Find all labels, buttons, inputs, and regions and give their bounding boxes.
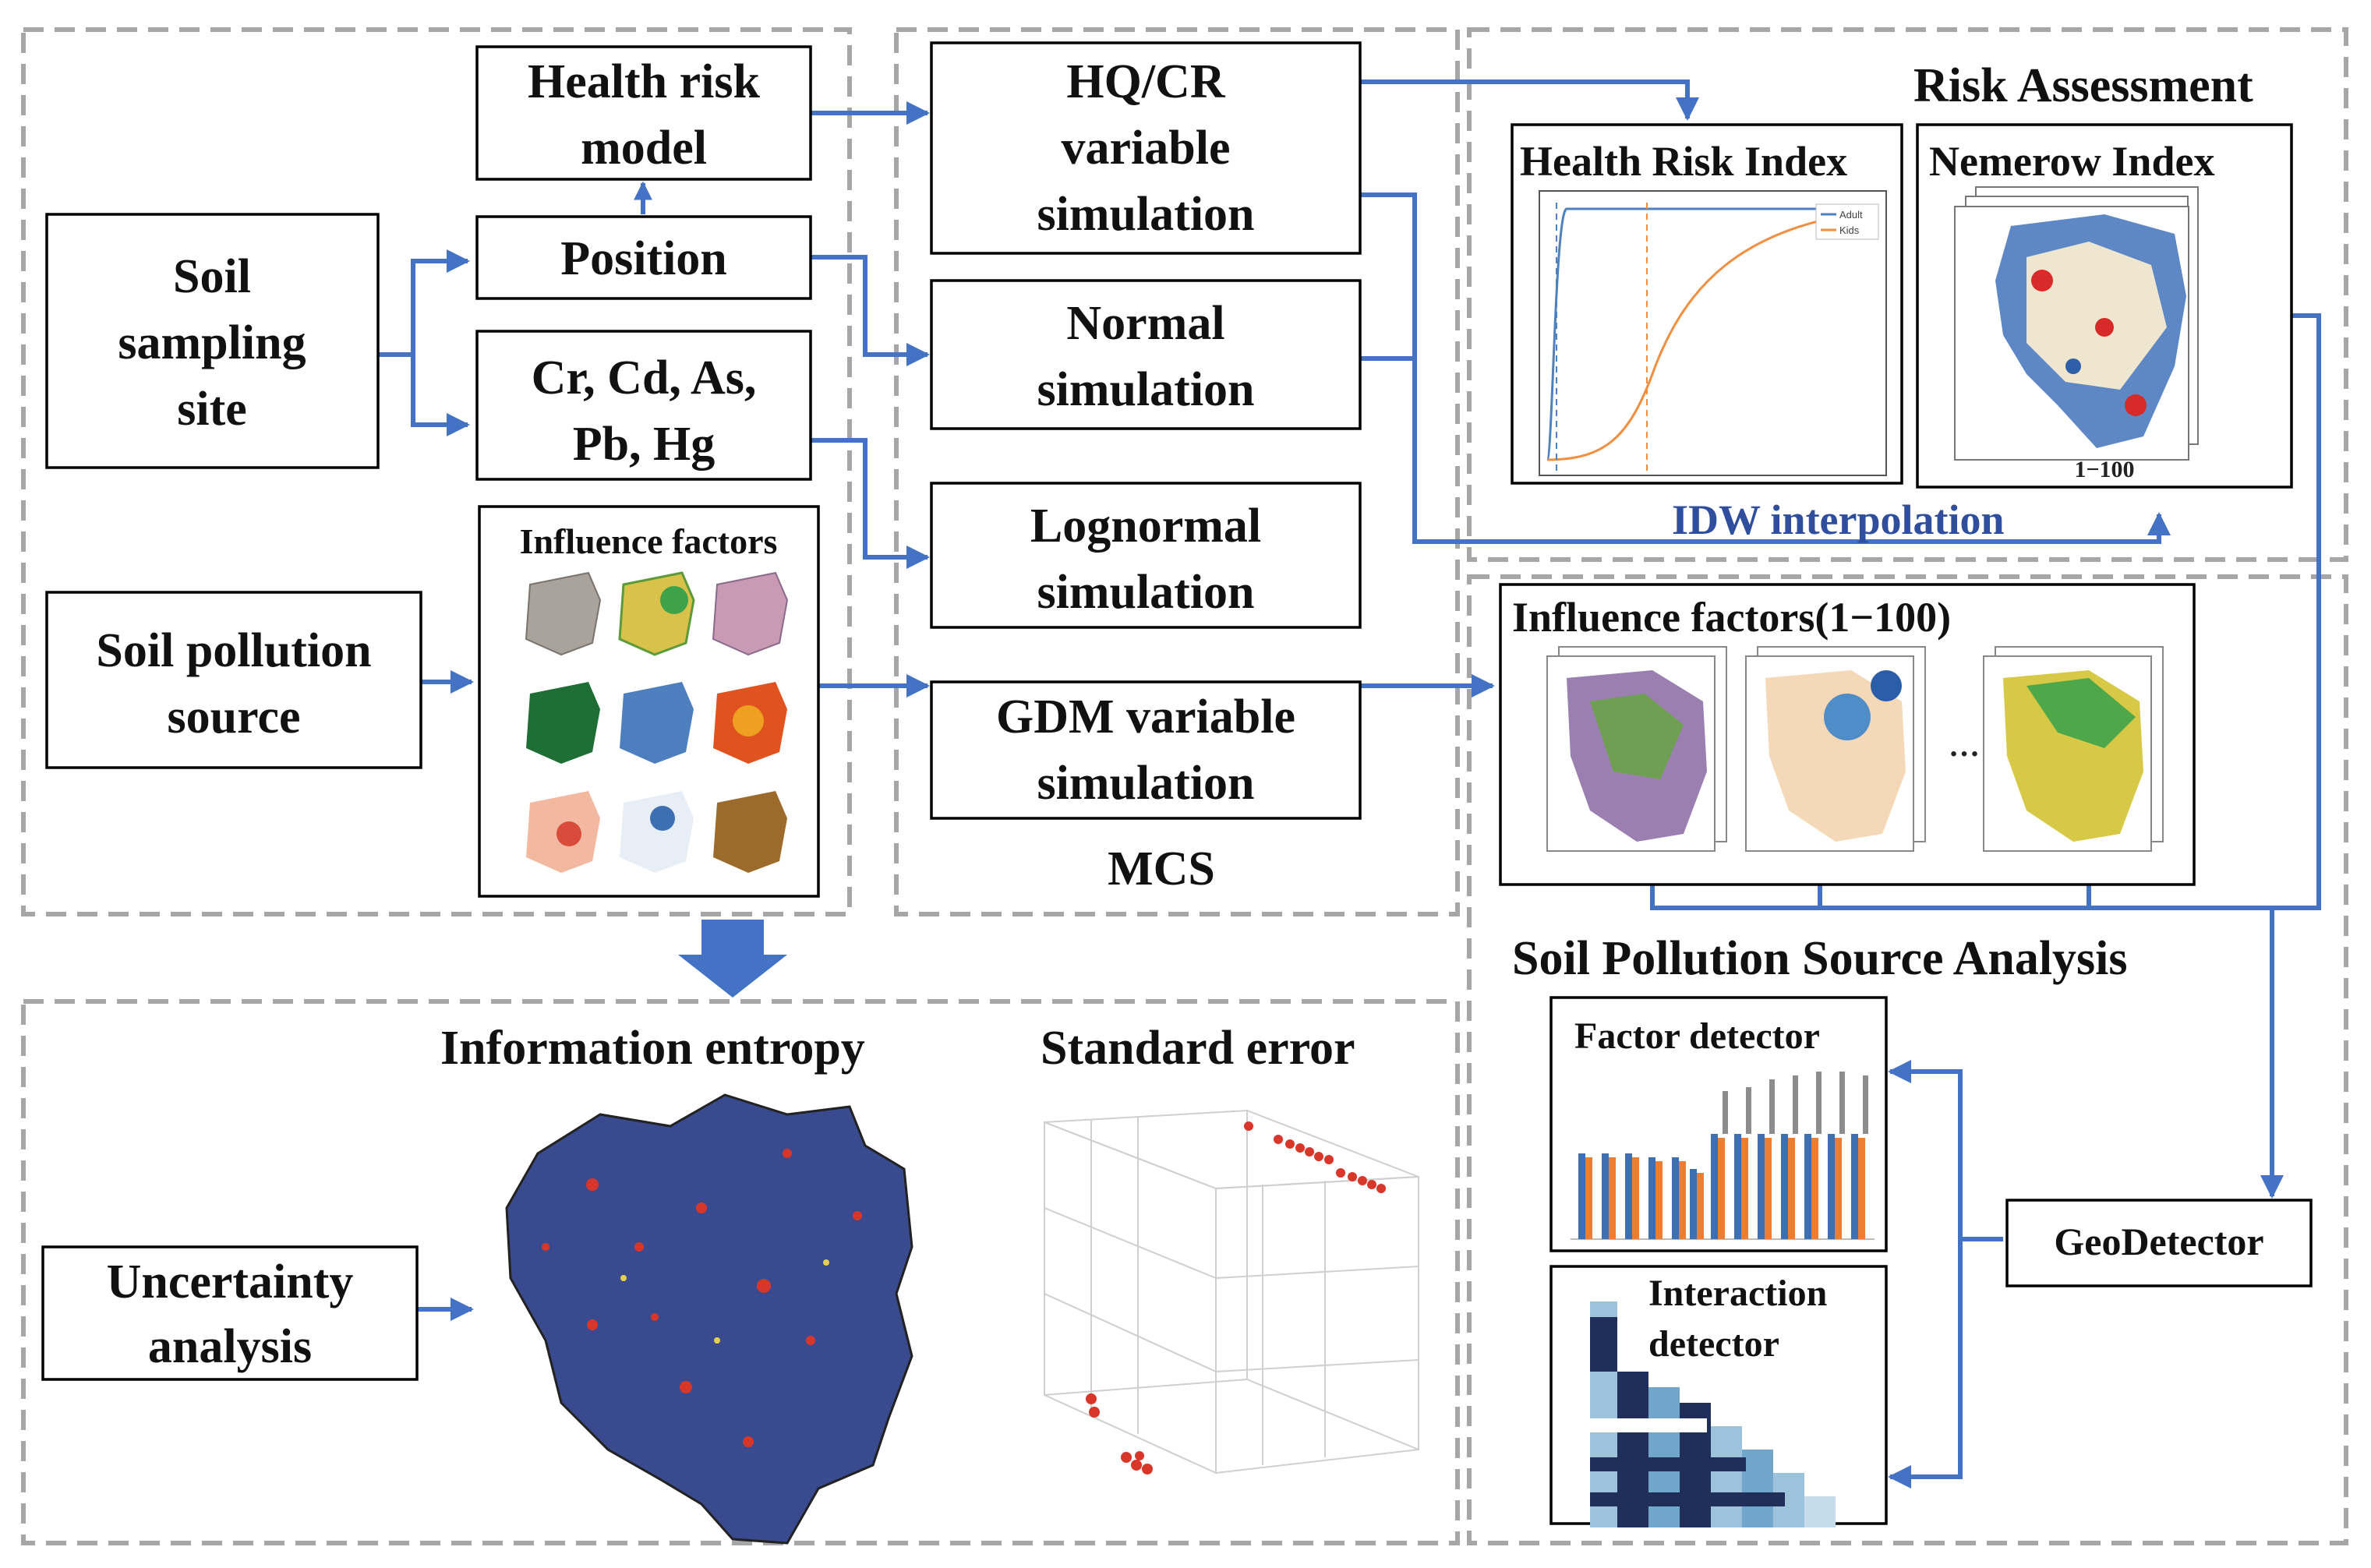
frame-uncertainty bbox=[21, 999, 1460, 1545]
map-thumbnail-icon bbox=[525, 571, 602, 656]
map-thumbnail-icon bbox=[620, 791, 694, 873]
influence-factor-thumbnails bbox=[525, 571, 789, 873]
influence-factors-left-label: Influence factors bbox=[520, 521, 778, 561]
frame-input bbox=[21, 27, 852, 916]
group-frames bbox=[21, 27, 2348, 1545]
gdm-line-1: GDM variable bbox=[996, 690, 1295, 743]
hq-cr-line-1: HQ/CR bbox=[1066, 55, 1225, 108]
soil-pollution-line-2: source bbox=[167, 690, 300, 743]
factor-detector-label: Factor detector bbox=[1574, 1015, 1820, 1057]
uncertainty-line-2: analysis bbox=[148, 1320, 312, 1373]
map-thumbnail-icon bbox=[712, 571, 789, 656]
hq-cr-line-2: variable bbox=[1062, 122, 1231, 175]
box-geodetector bbox=[2005, 1199, 2313, 1287]
down-arrow-icon bbox=[678, 920, 787, 998]
box-uncertainty bbox=[41, 1245, 419, 1381]
frame-risk-assessment bbox=[1467, 27, 2348, 562]
mcs-label: MCS bbox=[1108, 842, 1215, 895]
scatter-3d-icon bbox=[1044, 1109, 1419, 1474]
entropy-map-icon bbox=[505, 1093, 913, 1545]
frame-source-analysis bbox=[1467, 574, 2348, 1545]
geodetector-label: GeoDetector bbox=[2054, 1220, 2263, 1263]
box-normal bbox=[930, 279, 1362, 430]
gdm-line-2: simulation bbox=[1037, 757, 1254, 810]
normal-line-2: simulation bbox=[1037, 363, 1254, 416]
map-thumbnail-icon bbox=[713, 682, 787, 764]
map-thumbnail-icon bbox=[618, 571, 695, 656]
map-thumbnail-icon bbox=[620, 682, 694, 764]
nemerow-index-label: Nemerow Index bbox=[1929, 138, 2214, 185]
risk-assessment-title: Risk Assessment bbox=[1913, 59, 2253, 112]
map-thumbnail-icon bbox=[1765, 670, 1906, 842]
map-thumbnail-icon bbox=[526, 682, 600, 764]
soil-sampling-line-3: site bbox=[177, 383, 247, 436]
cdf-chart-icon: Adult Kids bbox=[1539, 190, 1887, 476]
standard-error-title: Standard error bbox=[1041, 1022, 1355, 1075]
interaction-line-1: Interaction bbox=[1648, 1273, 1827, 1314]
information-entropy-title: Information entropy bbox=[440, 1022, 865, 1075]
lognormal-line-1: Lognormal bbox=[1030, 500, 1261, 553]
frame-mcs bbox=[894, 27, 1460, 916]
metals-line-2: Pb, Hg bbox=[573, 418, 716, 471]
box-soil-pollution-source bbox=[45, 591, 422, 769]
information-entropy-map bbox=[505, 1093, 913, 1545]
ellipsis-label: … bbox=[1949, 728, 1980, 763]
box-hq-cr bbox=[930, 41, 1362, 255]
heatmap-triangle-icon bbox=[1590, 1301, 1836, 1527]
metals-line-1: Cr, Cd, As, bbox=[532, 351, 757, 404]
interaction-line-2: detector bbox=[1648, 1323, 1779, 1365]
health-risk-model-line-2: model bbox=[581, 122, 707, 175]
nemerow-range-label: 1−100 bbox=[2074, 457, 2134, 482]
idw-label: IDW interpolation bbox=[1672, 496, 2005, 543]
box-metals bbox=[475, 330, 812, 481]
lognormal-line-2: simulation bbox=[1037, 566, 1254, 619]
position-label: Position bbox=[560, 232, 727, 285]
bar-chart-icon bbox=[1571, 1072, 1875, 1240]
box-gdm bbox=[930, 680, 1362, 820]
health-risk-model-line-1: Health risk bbox=[528, 55, 760, 108]
soil-sampling-line-2: sampling bbox=[118, 316, 306, 369]
box-health-risk-model bbox=[475, 45, 812, 181]
box-position bbox=[475, 215, 812, 300]
uncertainty-line-1: Uncertainty bbox=[107, 1255, 354, 1308]
hq-cr-line-3: simulation bbox=[1037, 188, 1254, 241]
soil-pollution-line-1: Soil pollution bbox=[96, 624, 371, 677]
source-analysis-title: Soil Pollution Source Analysis bbox=[1512, 932, 2128, 985]
soil-sampling-line-1: Soil bbox=[173, 250, 251, 303]
map-thumbnail-icon bbox=[713, 791, 787, 873]
influence-factors-right-label: Influence factors(1−100) bbox=[1512, 594, 1951, 641]
legend-kids: Kids bbox=[1839, 224, 1860, 236]
box-lognormal bbox=[930, 482, 1362, 629]
connectors bbox=[378, 79, 2321, 1489]
box-soil-sampling-site bbox=[45, 213, 380, 469]
scatter-points bbox=[1086, 1121, 1386, 1474]
health-risk-index-label: Health Risk Index bbox=[1520, 138, 1847, 185]
nemerow-map-stack bbox=[1954, 186, 2199, 461]
legend-adult: Adult bbox=[1839, 209, 1863, 221]
normal-line-1: Normal bbox=[1066, 297, 1224, 350]
influence-factor-map-stacks bbox=[1546, 646, 2164, 852]
map-thumbnail-icon bbox=[526, 791, 600, 873]
